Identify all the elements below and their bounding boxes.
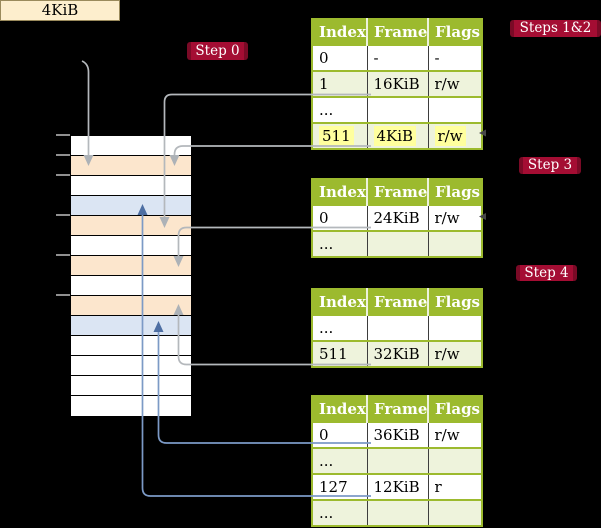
tick-mark	[56, 214, 70, 216]
register-label: 4KiB	[41, 1, 79, 19]
column-header: Flags	[427, 19, 482, 45]
table-row: ...	[312, 230, 482, 257]
highlighted-value: 511	[319, 126, 354, 146]
column-header: Frame	[366, 396, 428, 422]
memory-row	[71, 256, 191, 276]
column-header: Index	[312, 179, 367, 205]
memory-row	[71, 156, 191, 176]
table-row: 511 32KiB r/w	[312, 340, 482, 367]
register-box: 4KiB	[0, 0, 120, 21]
memory-row	[71, 176, 191, 196]
memory-row	[71, 356, 191, 376]
badge-steps-1-2: Steps 1&2	[510, 20, 601, 37]
table-row: 0 24KiB r/w	[312, 204, 482, 231]
column-header: Flags	[427, 179, 482, 205]
physical-memory-strip	[70, 135, 192, 417]
tick-mark	[56, 294, 70, 296]
column-header: Frame	[366, 19, 428, 45]
table-header-row: Index Frame Flags	[312, 19, 482, 45]
highlighted-value: r/w	[434, 126, 466, 146]
memory-row	[71, 376, 191, 396]
tick-mark	[56, 174, 70, 176]
page-table-2: Index Frame Flags 0 24KiB r/w ...	[311, 178, 483, 258]
badge-step-4: Step 4	[516, 265, 577, 281]
table-row: 127 12KiB r	[312, 473, 482, 500]
page-table-1: Index Frame Flags 0 - - 1 16KiB r/w ... …	[311, 18, 483, 150]
memory-row	[71, 276, 191, 296]
tick-mark	[56, 154, 70, 156]
memory-row	[71, 296, 191, 316]
memory-row	[71, 216, 191, 236]
memory-row	[71, 136, 191, 156]
memory-row	[71, 236, 191, 256]
table-row-highlighted: 511 4KiB r/w	[312, 122, 482, 149]
table-row: ...	[312, 314, 482, 341]
badge-step-3: Step 3	[519, 157, 581, 174]
memory-row	[71, 196, 191, 216]
column-header: Frame	[366, 179, 428, 205]
table-row: 1 16KiB r/w	[312, 70, 482, 97]
table-header-row: Index Frame Flags	[312, 289, 482, 315]
page-table-4: Index Frame Flags 0 36KiB r/w ... 127 12…	[311, 395, 483, 527]
table-header-row: Index Frame Flags	[312, 396, 482, 422]
tick-mark	[56, 254, 70, 256]
badge-step-0: Step 0	[187, 42, 248, 60]
column-header: Index	[312, 19, 367, 45]
table-header-row: Index Frame Flags	[312, 179, 482, 205]
table-row: ...	[312, 499, 482, 526]
highlighted-value: 4KiB	[373, 126, 417, 146]
table-row: 0 36KiB r/w	[312, 421, 482, 448]
column-header: Flags	[427, 396, 482, 422]
memory-row	[71, 396, 191, 416]
table-row: ...	[312, 447, 482, 474]
column-header: Index	[312, 396, 367, 422]
memory-row	[71, 336, 191, 356]
table-row: ...	[312, 96, 482, 123]
column-header: Index	[312, 289, 367, 315]
column-header: Frame	[366, 289, 428, 315]
tick-mark	[56, 134, 70, 136]
page-table-3: Index Frame Flags ... 511 32KiB r/w	[311, 288, 483, 368]
column-header: Flags	[427, 289, 482, 315]
memory-row	[71, 316, 191, 336]
table-row: 0 - -	[312, 44, 482, 71]
